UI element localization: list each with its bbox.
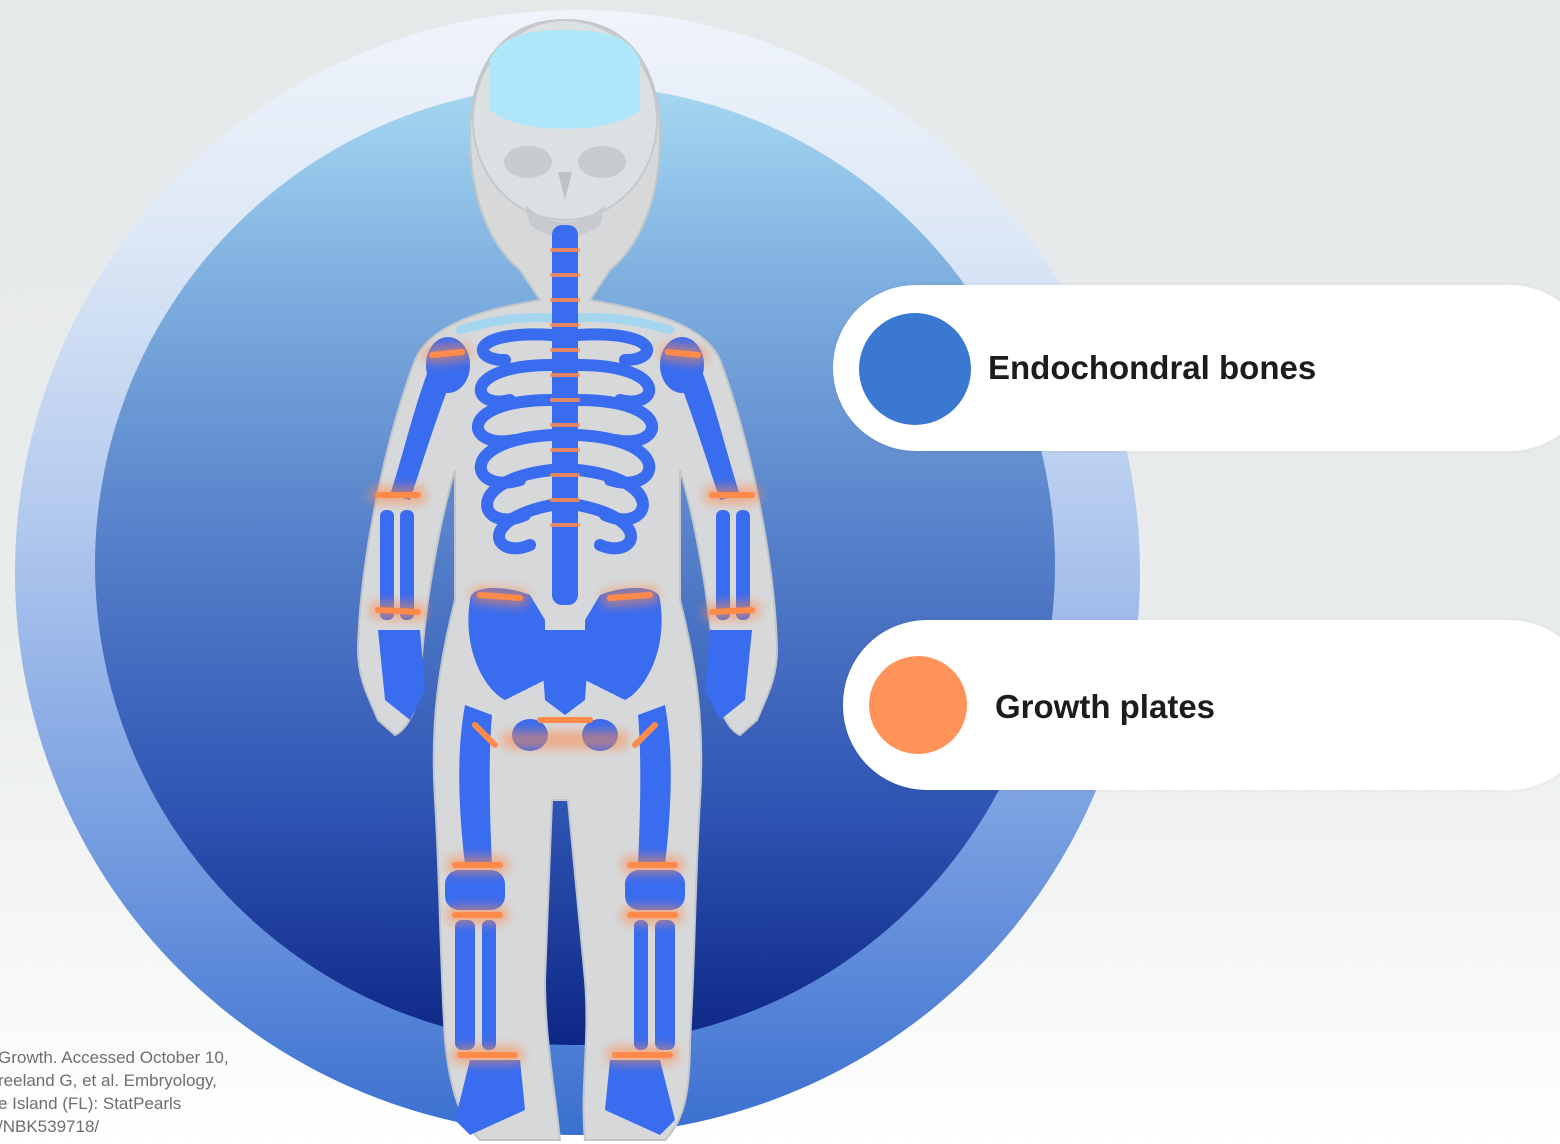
legend-label: Growth plates [995,688,1215,726]
reference-text: Growth. Accessed October 10,reeland G, e… [0,1046,298,1144]
reference-line: /NBK539718/ [0,1115,298,1138]
reference-line: e Island (FL): StatPearls [0,1092,298,1115]
reference-line: reeland G, et al. Embryology, [0,1069,298,1092]
reference-line: Growth. Accessed October 10, [0,1046,298,1069]
blue-swatch-icon [859,313,971,425]
orange-swatch-icon [869,656,967,754]
legend-item-endochondral-bones: Endochondral bones [833,285,1560,451]
legend-label: Endochondral bones [988,349,1316,387]
legend-item-growth-plates: Growth plates [843,620,1560,790]
